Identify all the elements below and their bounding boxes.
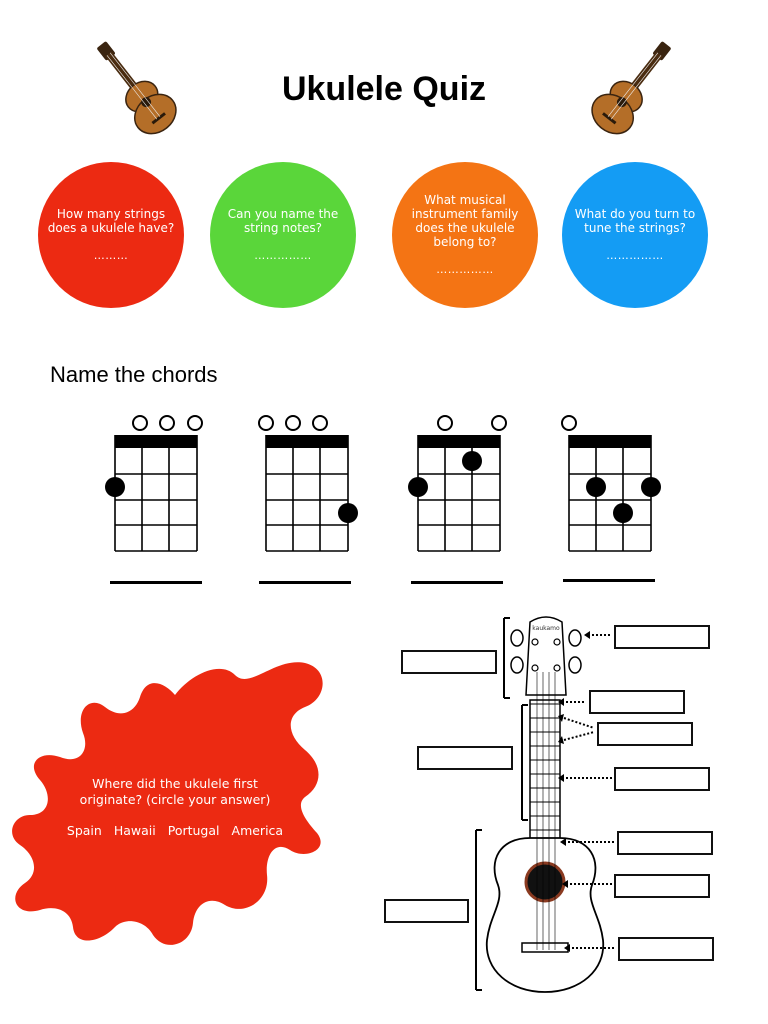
ukulele-icon [570,32,700,142]
chords-section-label: Name the chords [50,362,218,387]
option-spain[interactable]: Spain [66,823,102,838]
part-label-box[interactable] [384,899,469,923]
origin-question-text: Where did the ukulele first originate? (… [79,776,271,807]
part-label-box[interactable] [618,937,714,961]
question-circle-family: What musical instrument family does the … [392,162,538,308]
ukulele-icon [68,32,198,142]
origin-options: Spain Hawaii Portugal America [55,823,295,839]
question-circle-notes: Can you name the string notes? …………… [210,162,356,308]
ukulele-parts-diagram: kaukamo [380,610,720,1005]
question-circle-strings: How many strings does a ukulele have? ……… [38,162,184,308]
part-label-box[interactable] [614,874,710,898]
chord-diagram-2 [250,410,365,560]
question-circle-tuning: What do you turn to tune the strings? ……… [562,162,708,308]
part-label-box[interactable] [617,831,713,855]
part-label-box[interactable] [401,650,497,674]
svg-text:kaukamo: kaukamo [532,625,560,632]
question-text: Can you name the string notes? [227,207,339,235]
chord-diagram-4 [552,410,667,560]
part-label-box[interactable] [614,625,710,649]
page-title: Ukulele Quiz [281,70,487,108]
chord-answer-line[interactable] [411,581,503,584]
part-label-box[interactable] [597,722,693,746]
paint-splat [5,655,335,960]
answer-blank[interactable]: ……… [93,249,129,262]
part-label-box[interactable] [589,690,685,714]
chord-diagram-3 [400,410,510,560]
chord-answer-line[interactable] [259,581,351,584]
question-text: What musical instrument family does the … [411,193,519,249]
option-hawaii[interactable]: Hawaii [113,823,156,838]
option-america[interactable]: America [231,823,284,838]
chord-answer-line[interactable] [110,581,202,584]
chord-diagram-1 [100,410,210,560]
answer-blank[interactable]: …………… [436,263,494,276]
answer-blank[interactable]: …………… [606,249,664,262]
chord-answer-line[interactable] [563,579,655,582]
part-label-box[interactable] [614,767,710,791]
question-text: How many strings does a ukulele have? [47,207,175,235]
part-label-box[interactable] [417,746,513,770]
question-text: What do you turn to tune the strings? [574,207,696,235]
option-portugal[interactable]: Portugal [167,823,220,838]
answer-blank[interactable]: …………… [254,249,312,262]
